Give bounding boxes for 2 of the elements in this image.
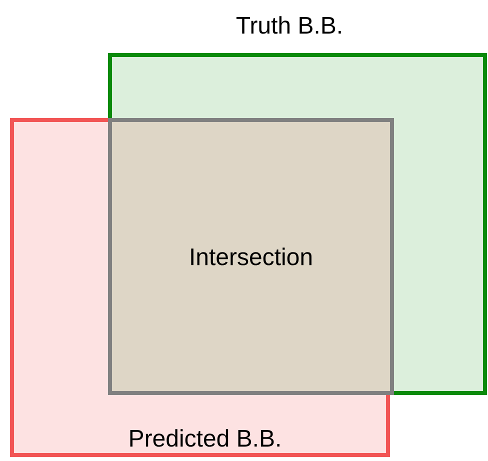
node-label: Truth B.B. [236, 16, 341, 34]
intersection-box: Intersection [108, 118, 394, 395]
